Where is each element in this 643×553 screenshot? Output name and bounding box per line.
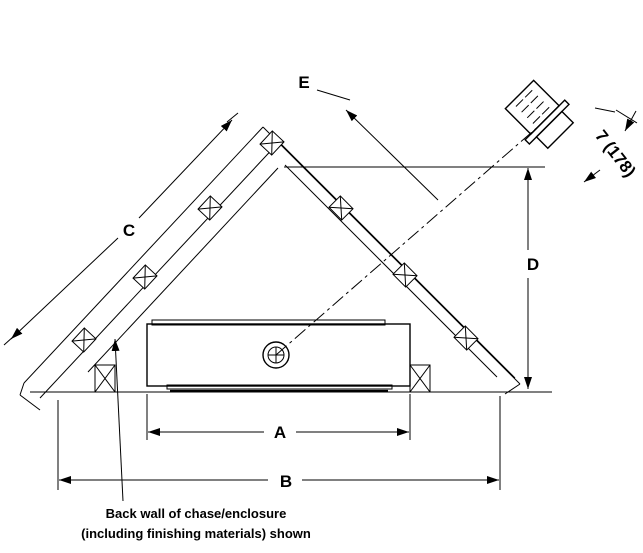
dimension-label-d: D <box>527 255 539 274</box>
dimension-d <box>284 166 545 389</box>
dimension-label-a: A <box>274 423 286 442</box>
fireplace-unit <box>146 319 411 393</box>
floor-studs <box>94 364 431 393</box>
note-leader <box>111 338 124 502</box>
dimension-a <box>146 394 411 440</box>
dimension-b <box>57 396 501 490</box>
dimension-label-c: C <box>123 221 135 240</box>
dimension-clearance <box>583 107 638 183</box>
dimension-label-e: E <box>298 73 309 92</box>
stud <box>197 195 223 221</box>
stud <box>71 327 97 353</box>
flue-collar <box>262 341 290 369</box>
note-line-2: (including finishing materials) shown <box>81 526 311 541</box>
dimension-label-b: B <box>280 472 292 491</box>
stud <box>328 195 354 221</box>
stud <box>453 325 479 351</box>
stud <box>392 262 418 288</box>
wall-studs <box>71 130 479 353</box>
vent-termination <box>504 79 575 150</box>
note-line-1: Back wall of chase/enclosure <box>106 506 287 521</box>
dimension-e <box>316 89 439 201</box>
dimension-c <box>3 112 239 346</box>
dimension-label-clearance: 7 (178) <box>591 127 639 181</box>
vent-centerline <box>275 124 541 356</box>
left-wall <box>19 126 280 411</box>
stud <box>132 264 158 290</box>
stud <box>259 130 285 156</box>
